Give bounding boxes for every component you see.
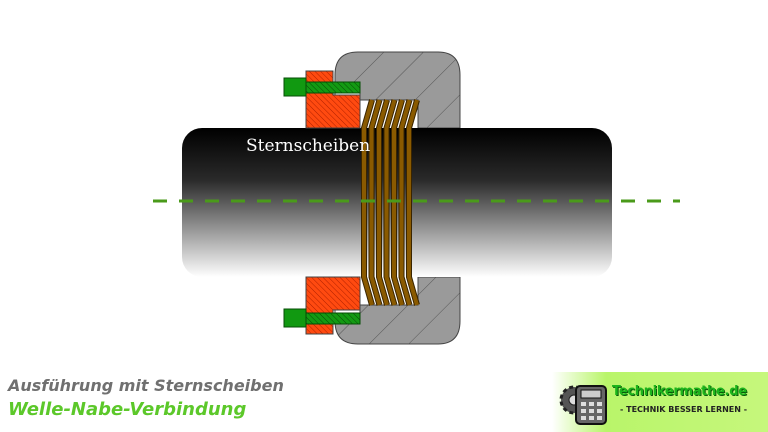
calculator-gear-icon [559, 385, 607, 425]
star-disc [399, 99, 412, 306]
hub-top [334, 51, 461, 129]
bolt-bottom [283, 308, 361, 328]
star-disc [384, 99, 397, 306]
logo-tagline: - TECHNIK BESSER LERNEN - [620, 405, 748, 414]
caption-subtitle: Ausführung mit Sternscheiben [8, 376, 284, 395]
star-discs-label: Sternscheiben [246, 136, 371, 156]
hub-bottom [334, 276, 461, 345]
bolt-top [283, 77, 361, 97]
logo: Technikermathe.de - TECHNIK BESSER LERNE… [552, 372, 768, 432]
logo-name: Technikermathe.de [612, 384, 747, 399]
star-disc [377, 99, 389, 306]
caption-title: Welle-Nabe-Verbindung [8, 399, 247, 420]
star-disc [407, 99, 419, 306]
